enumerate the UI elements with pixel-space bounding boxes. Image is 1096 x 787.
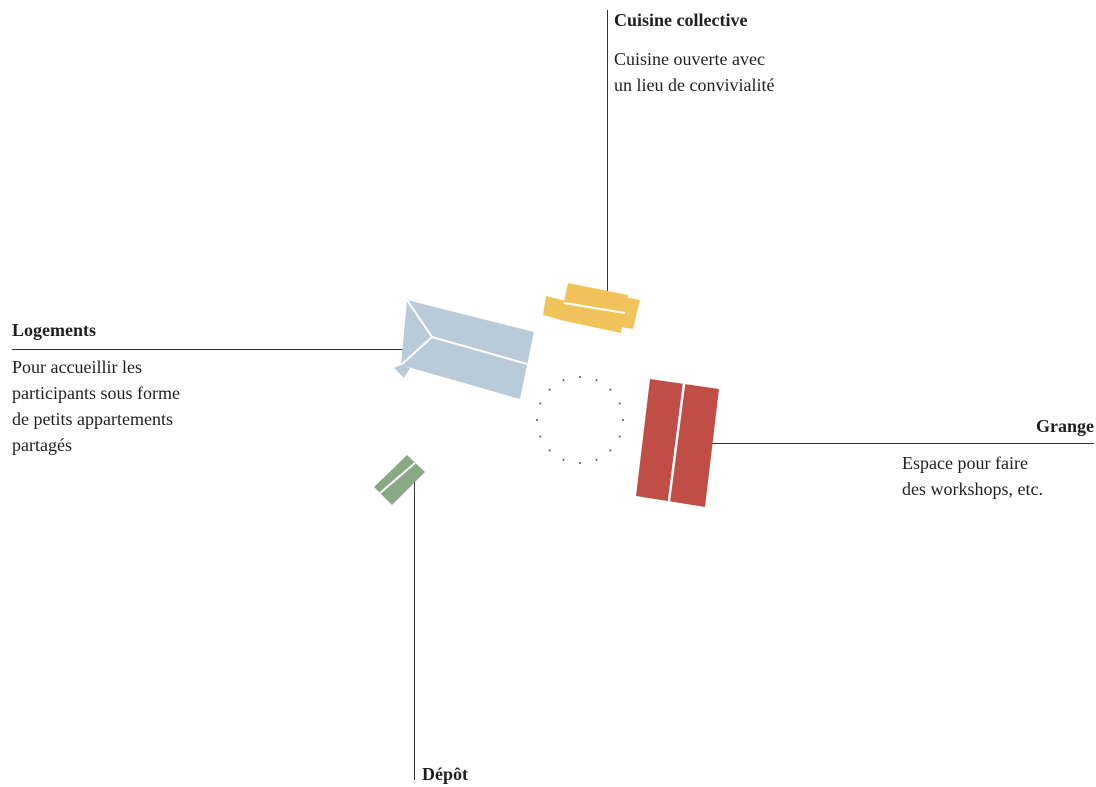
courtyard-dot: [579, 376, 581, 378]
logements-description-line: partagés: [12, 435, 72, 455]
courtyard-dot: [609, 449, 612, 452]
courtyard-dot: [562, 458, 565, 461]
cuisine-title: Cuisine collective: [614, 10, 748, 30]
grange-title: Grange: [1036, 416, 1094, 436]
courtyard-dot: [609, 388, 612, 391]
cuisine-description: Cuisine ouverte avec un lieu de convivia…: [614, 46, 874, 98]
logements-label: Logements Pour accueillir les participan…: [12, 318, 262, 458]
courtyard-dot: [618, 402, 621, 405]
courtyard-dot: [622, 419, 624, 421]
courtyard-dot: [548, 449, 551, 452]
courtyard-dot: [618, 435, 621, 438]
logements-building: [394, 299, 534, 399]
cuisine-label: Cuisine collective Cuisine ouverte avec …: [614, 8, 874, 98]
cuisine-building: [543, 283, 640, 333]
logements-title: Logements: [12, 320, 96, 340]
grange-label: Grange Espace pour faire des workshops, …: [880, 414, 1094, 502]
grange-description: Espace pour faire des workshops, etc.: [880, 450, 1094, 502]
courtyard-dot: [539, 402, 542, 405]
courtyard-dot: [536, 419, 538, 421]
grange-description-line: des workshops, etc.: [902, 479, 1043, 499]
logements-description-line: de petits appartements: [12, 409, 173, 429]
courtyard-dotted-circle: [536, 376, 624, 464]
courtyard-dot: [595, 458, 598, 461]
depot-label: Dépôt: [422, 762, 542, 786]
depot-title: Dépôt: [422, 764, 468, 784]
cuisine-description-line: un lieu de convivialité: [614, 75, 775, 95]
courtyard-dot: [539, 435, 542, 438]
courtyard-dot: [579, 462, 581, 464]
courtyard-dot: [595, 379, 598, 382]
grange-building: [636, 379, 719, 507]
courtyard-dot: [562, 379, 565, 382]
logements-description-line: participants sous forme: [12, 383, 180, 403]
depot-building: [374, 455, 425, 505]
cuisine-description-line: Cuisine ouverte avec: [614, 49, 765, 69]
courtyard-dot: [548, 388, 551, 391]
grange-description-line: Espace pour faire: [902, 453, 1028, 473]
logements-description-line: Pour accueillir les: [12, 357, 142, 377]
logements-description: Pour accueillir les participants sous fo…: [12, 354, 262, 458]
